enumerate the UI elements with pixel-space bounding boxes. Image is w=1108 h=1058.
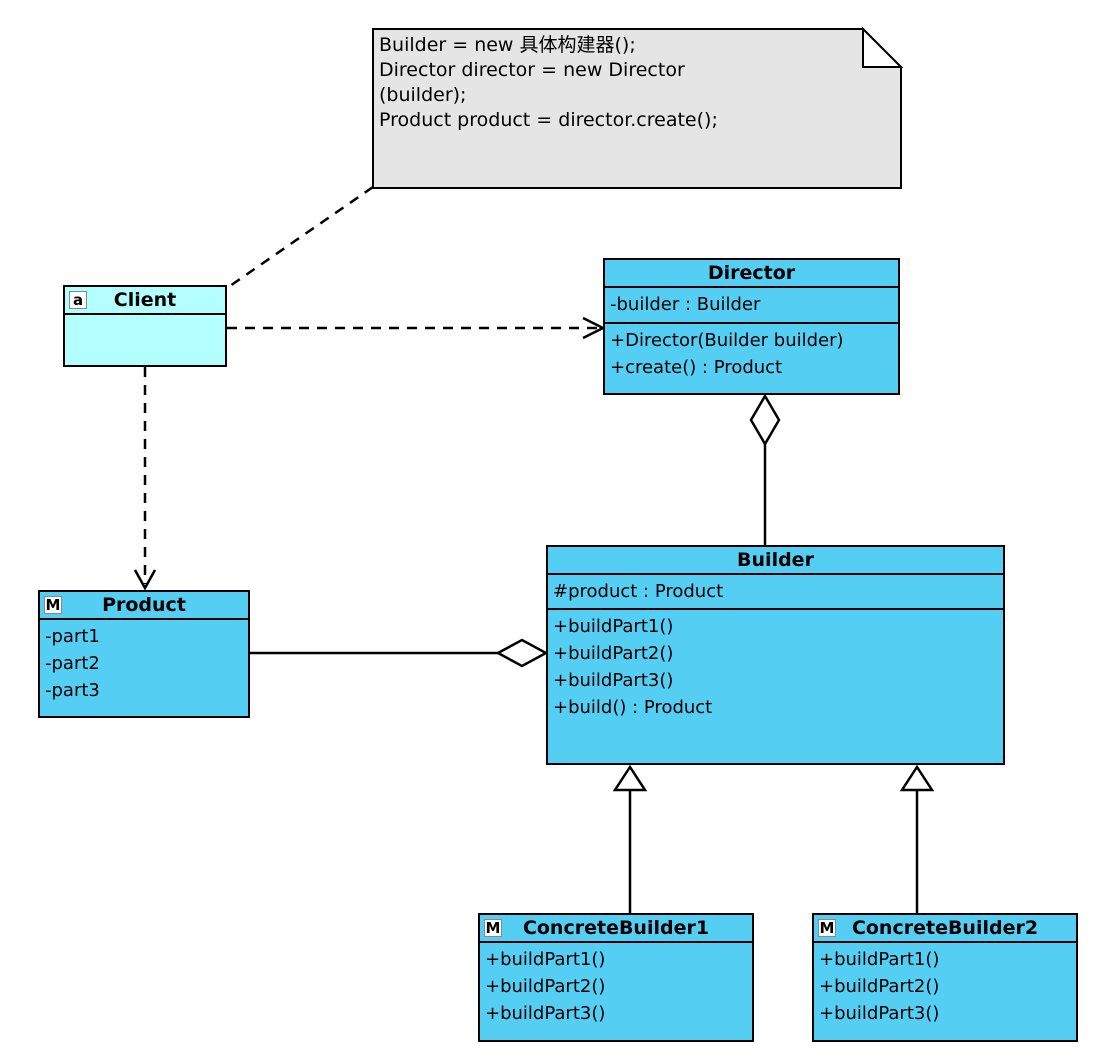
class-name: ConcreteBuilder2: [851, 917, 1039, 939]
aggregation-director-builder: [749, 393, 781, 545]
method: +build() : Product: [553, 697, 713, 718]
attribute: #product : Product: [553, 581, 724, 602]
class-concretebuilder1[interactable]: M ConcreteBuilder1 +buildPart1() +buildP…: [478, 913, 754, 1042]
class-concretebuilder2[interactable]: M ConcreteBuilder2 +buildPart1() +buildP…: [812, 913, 1078, 1042]
method: +buildPart2(): [485, 976, 606, 997]
method: +buildPart3(): [485, 1003, 606, 1024]
attributes-section: -builder : Builder: [605, 288, 898, 324]
methods-section: +buildPart1() +buildPart2() +buildPart3(…: [814, 943, 1076, 1028]
method: +buildPart1(): [485, 949, 606, 970]
class-builder[interactable]: Builder #product : Product +buildPart1()…: [546, 545, 1005, 765]
method: +buildPart1(): [553, 616, 674, 637]
class-body-empty: [65, 315, 225, 363]
method: +buildPart2(): [819, 976, 940, 997]
attribute: -builder : Builder: [610, 294, 761, 315]
class-name: Client: [113, 289, 177, 311]
class-product[interactable]: M Product -part1 -part2 -part3: [38, 590, 250, 718]
note-fold-icon: [862, 26, 904, 68]
aggregation-diamond-icon: [495, 638, 549, 668]
class-header: Director: [605, 260, 898, 288]
class-name: Product: [102, 594, 186, 616]
aggregation-builder-product: [250, 638, 549, 668]
attributes-section: #product : Product: [548, 575, 1003, 610]
note-line: Product product = director.create();: [379, 109, 718, 131]
generalization-triangle-icon: [612, 764, 648, 792]
method: +buildPart2(): [553, 643, 674, 664]
class-director[interactable]: Director -builder : Builder +Director(Bu…: [603, 258, 900, 395]
note-anchor-line: [226, 185, 374, 290]
class-name: Director: [707, 262, 796, 284]
open-arrowhead-icon: [133, 569, 157, 591]
stereotype-m-icon: M: [818, 919, 836, 937]
note[interactable]: Builder = new 具体构建器(); Director director…: [379, 33, 859, 133]
method: +buildPart1(): [819, 949, 940, 970]
generalization-concretebuilder1-builder: [612, 764, 648, 913]
stereotype-m-icon: M: [44, 596, 62, 614]
method: +Director(Builder builder): [610, 330, 844, 351]
attribute: -part1: [45, 626, 100, 647]
methods-section: +buildPart1() +buildPart2() +buildPart3(…: [548, 610, 1003, 722]
stereotype-a-icon: a: [69, 291, 87, 309]
generalization-concretebuilder2-builder: [899, 764, 935, 913]
class-header: M Product: [40, 592, 248, 620]
class-name: Builder: [737, 549, 814, 571]
class-name: ConcreteBuilder1: [522, 917, 710, 939]
class-header: a Client: [65, 287, 225, 315]
class-client[interactable]: a Client: [63, 285, 227, 367]
method: +create() : Product: [610, 357, 783, 378]
methods-section: +Director(Builder builder) +create() : P…: [605, 324, 898, 382]
dependency-client-director: [227, 316, 606, 340]
class-header: M ConcreteBuilder2: [814, 915, 1076, 943]
note-line: Builder = new 具体构建器();: [379, 34, 636, 56]
class-header: Builder: [548, 547, 1003, 575]
note-shape[interactable]: [372, 26, 904, 189]
note-body: [372, 28, 902, 189]
attributes-section: -part1 -part2 -part3: [40, 620, 248, 705]
note-line: (builder);: [379, 84, 467, 106]
method: +buildPart3(): [819, 1003, 940, 1024]
stereotype-m-icon: M: [484, 919, 502, 937]
aggregation-diamond-icon: [749, 393, 781, 447]
attribute: -part2: [45, 653, 100, 674]
methods-section: +buildPart1() +buildPart2() +buildPart3(…: [480, 943, 752, 1028]
attribute: -part3: [45, 680, 100, 701]
method: +buildPart3(): [553, 670, 674, 691]
class-header: M ConcreteBuilder1: [480, 915, 752, 943]
note-line: Director director = new Director: [379, 59, 685, 81]
generalization-triangle-icon: [899, 764, 935, 792]
dependency-client-product: [133, 367, 157, 591]
